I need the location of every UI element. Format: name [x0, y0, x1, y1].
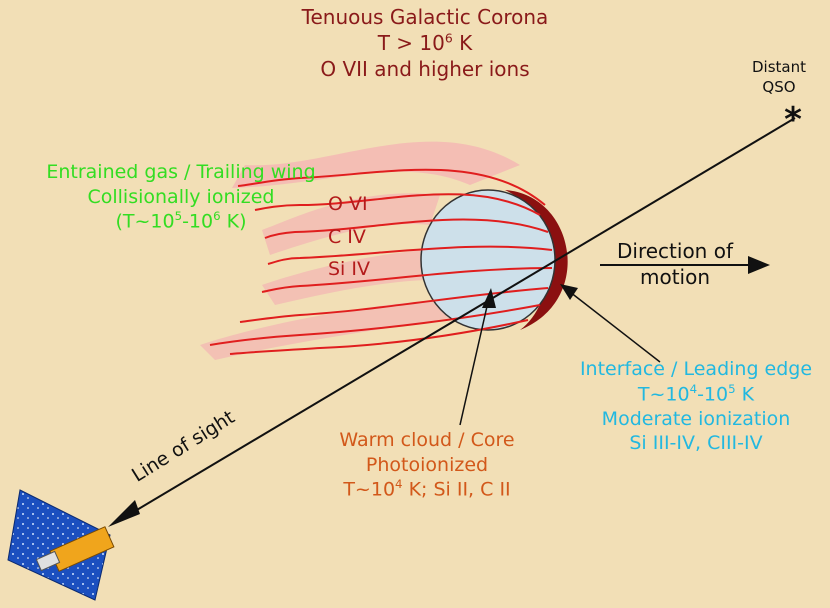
corona-temp-unit: K: [452, 31, 473, 55]
entrained-temp-c: K): [220, 210, 247, 233]
interface-label: Interface / Leading edge T~104-105 K Mod…: [562, 357, 830, 456]
satellite-icon: [7, 489, 115, 601]
core-pointer-arrowhead: [482, 288, 496, 308]
interface-line-4: Si III-IV, CIII-IV: [629, 432, 763, 455]
entrained-line-3: (T~105-106 K): [16, 209, 346, 234]
interface-temp-a: T~10: [637, 383, 690, 406]
ion-label-civ: C IV: [328, 226, 366, 248]
motion-arrowhead: [748, 256, 770, 274]
core-line-2: Photoionized: [365, 453, 489, 476]
qso-label: Distant QSO: [738, 58, 820, 97]
interface-line-1: Interface / Leading edge: [579, 358, 813, 380]
interface-temp-exp1: 4: [689, 381, 698, 396]
line-of-sight-line: [119, 117, 796, 521]
corona-line-1: Tenuous Galactic Corona: [301, 5, 549, 29]
cloud-core: [420, 189, 556, 331]
star-icon: *: [784, 100, 802, 140]
interface-line-3: Moderate ionization: [601, 407, 791, 430]
corona-temp-base: T > 10: [377, 31, 445, 55]
direction-line-2: motion: [639, 265, 711, 289]
core-line-1: Warm cloud / Core: [339, 429, 515, 451]
entrained-temp-exp2: 6: [213, 209, 221, 224]
entrained-temp-exp1: 5: [174, 209, 183, 224]
direction-line-1: Direction of: [617, 239, 733, 263]
interface-temp-c: K: [735, 383, 755, 406]
qso-line-1: Distant: [752, 58, 806, 76]
entrained-line-1: Entrained gas / Trailing wing: [46, 161, 316, 183]
interface-pointer-line: [569, 291, 661, 363]
core-label: Warm cloud / Core Photoionized T~104 K; …: [322, 428, 532, 502]
trailing-wake: [200, 141, 520, 360]
leading-edge: [505, 190, 568, 330]
core-pointer-line: [459, 301, 489, 426]
interface-line-2: T~104-105 K: [562, 382, 830, 407]
entrained-temp-a: (T~10: [115, 210, 175, 233]
core-temp-a: T~10: [343, 478, 396, 501]
entrained-gas-label: Entrained gas / Trailing wing Collisiona…: [16, 160, 346, 234]
corona-line-2: T > 106 K: [300, 30, 550, 56]
entrained-line-2: Collisionally ionized: [87, 185, 275, 208]
ion-label-siiv: Si IV: [328, 258, 370, 280]
ion-label-ovi: O VI: [328, 193, 368, 215]
interface-temp-exp2: 5: [728, 381, 736, 396]
core-temp-exp: 4: [395, 477, 403, 492]
qso-line-2: QSO: [762, 77, 796, 96]
corona-temp-exp: 6: [444, 30, 453, 46]
entrained-temp-b: -10: [182, 210, 214, 233]
core-temp-b: K; Si II, C II: [402, 478, 511, 501]
corona-label: Tenuous Galactic Corona T > 106 K O VII …: [300, 4, 550, 82]
interface-pointer-arrowhead: [560, 284, 578, 300]
corona-line-3: O VII and higher ions: [320, 57, 530, 81]
direction-label: Direction of motion: [615, 238, 735, 290]
line-of-sight-arrowhead: [108, 500, 140, 527]
core-line-3: T~104 K; Si II, C II: [322, 477, 532, 502]
interface-temp-b: -10: [697, 383, 729, 406]
